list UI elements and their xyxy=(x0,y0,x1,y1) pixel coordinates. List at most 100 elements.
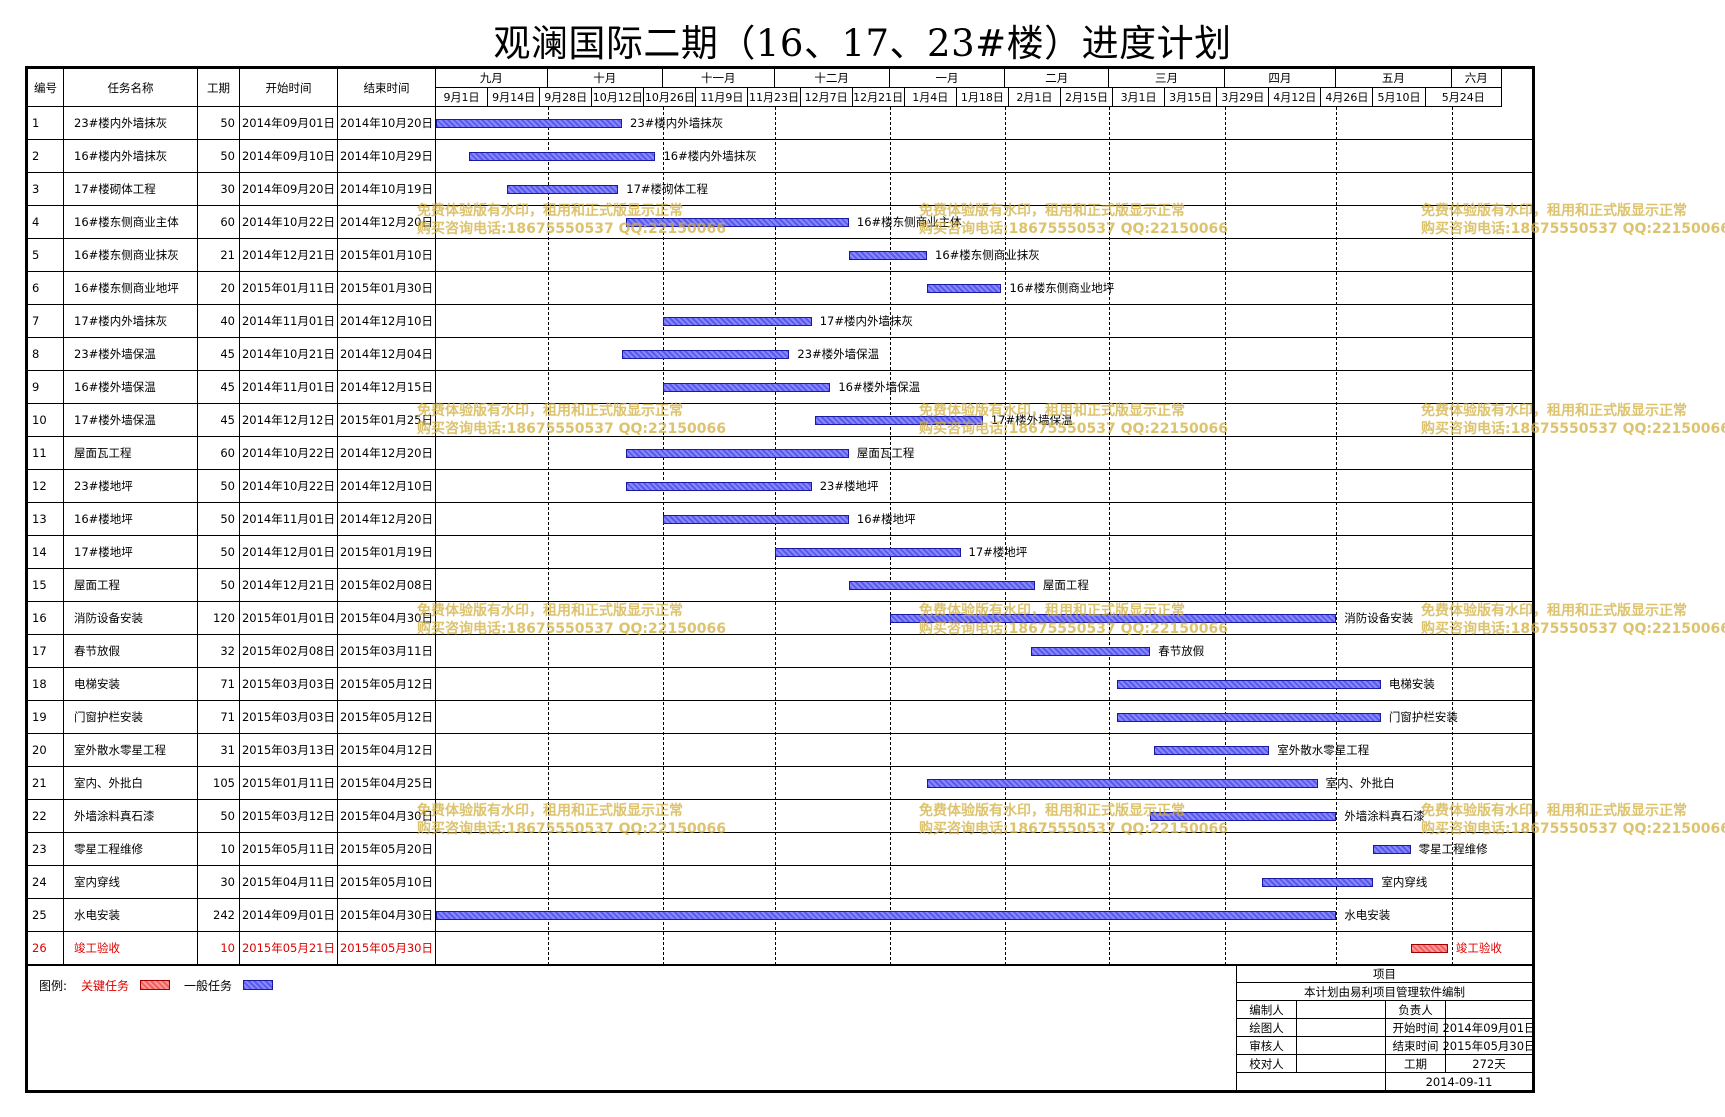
tb-reviewer-label: 审核人 xyxy=(1237,1037,1297,1055)
tb-start-value: 2014年09月01日 xyxy=(1442,1019,1536,1037)
task-name: 16#楼东侧商业地坪 xyxy=(64,272,198,305)
task-start: 2014年10月21日 xyxy=(240,338,338,371)
week-header: 3月15日 xyxy=(1165,88,1218,107)
gantt-bar-label: 零星工程维修 xyxy=(1418,842,1488,856)
tb-proofreader-value xyxy=(1297,1055,1386,1073)
gantt-bar xyxy=(1261,878,1374,887)
month-header: 九月 xyxy=(436,69,548,88)
task-name: 春节放假 xyxy=(64,635,198,668)
task-id: 20 xyxy=(28,734,64,767)
task-name: 外墙涂料真石漆 xyxy=(64,800,198,833)
week-header: 12月7日 xyxy=(800,88,853,107)
task-duration: 40 xyxy=(198,305,240,338)
legend-label: 图例: xyxy=(39,979,68,993)
task-start: 2014年10月22日 xyxy=(240,437,338,470)
task-name: 水电安装 xyxy=(64,899,198,932)
month-gridline xyxy=(662,107,664,965)
month-gridline xyxy=(1336,107,1338,965)
gantt-bar-label: 电梯安装 xyxy=(1388,677,1435,691)
gantt-bar-label: 23#楼外墙保温 xyxy=(797,347,880,361)
gantt-bar-label: 17#楼地坪 xyxy=(968,545,1028,559)
legend-normal-swatch xyxy=(243,980,273,990)
month-gridline xyxy=(1224,107,1226,965)
gantt-bar xyxy=(436,119,622,128)
task-end: 2015年01月25日 xyxy=(338,404,436,437)
task-gantt-cell xyxy=(436,701,1532,734)
task-start: 2014年10月22日 xyxy=(240,470,338,503)
task-gantt-cell xyxy=(436,833,1532,866)
month-header: 三月 xyxy=(1109,69,1225,88)
tb-blank xyxy=(1237,1073,1386,1090)
col-header-duration: 工期 xyxy=(198,69,240,107)
task-end: 2015年05月30日 xyxy=(338,932,436,965)
task-end: 2014年12月10日 xyxy=(338,305,436,338)
month-header: 四月 xyxy=(1224,69,1337,88)
task-name: 16#楼东侧商业抹灰 xyxy=(64,239,198,272)
month-header: 一月 xyxy=(889,69,1006,88)
task-name: 室内、外批白 xyxy=(64,767,198,800)
task-duration: 60 xyxy=(198,206,240,239)
task-gantt-cell xyxy=(436,437,1532,470)
tb-owner-value xyxy=(1446,1001,1533,1019)
week-header: 9月14日 xyxy=(488,88,541,107)
task-start: 2015年03月12日 xyxy=(240,800,338,833)
tb-proofreader-label: 校对人 xyxy=(1237,1055,1297,1073)
task-duration: 50 xyxy=(198,800,240,833)
gantt-bar xyxy=(848,581,1035,590)
gantt-bar xyxy=(1410,944,1448,953)
chart-title: 观澜国际二期（16、17、23#楼）进度计划 xyxy=(493,22,1232,65)
task-duration: 71 xyxy=(198,701,240,734)
week-header: 4月12日 xyxy=(1269,88,1322,107)
tb-header: 项目 xyxy=(1237,965,1533,983)
gantt-bar xyxy=(662,317,812,326)
task-duration: 21 xyxy=(198,239,240,272)
task-name: 室内穿线 xyxy=(64,866,198,899)
task-gantt-cell xyxy=(436,536,1532,569)
task-gantt-cell xyxy=(436,899,1532,932)
task-duration: 71 xyxy=(198,668,240,701)
task-gantt-cell xyxy=(436,569,1532,602)
month-header: 十二月 xyxy=(774,69,890,88)
task-name: 16#楼外墙保温 xyxy=(64,371,198,404)
month-gridline xyxy=(1005,107,1007,965)
task-name: 17#楼地坪 xyxy=(64,536,198,569)
task-start: 2014年12月12日 xyxy=(240,404,338,437)
month-header: 五月 xyxy=(1336,69,1452,88)
task-start: 2015年04月11日 xyxy=(240,866,338,899)
task-duration: 30 xyxy=(198,866,240,899)
tb-start-label: 开始时间 xyxy=(1386,1019,1446,1037)
gantt-bar-label: 23#楼内外墙抹灰 xyxy=(630,116,724,130)
task-duration: 50 xyxy=(198,470,240,503)
gantt-bar xyxy=(815,416,983,425)
task-start: 2014年09月01日 xyxy=(240,107,338,140)
task-end: 2015年04月25日 xyxy=(338,767,436,800)
task-gantt-cell xyxy=(436,932,1532,965)
task-end: 2015年04月12日 xyxy=(338,734,436,767)
gantt-bar xyxy=(1373,845,1411,854)
task-id: 8 xyxy=(28,338,64,371)
month-gridline xyxy=(1451,107,1453,965)
task-name: 23#楼地坪 xyxy=(64,470,198,503)
task-gantt-cell xyxy=(436,734,1532,767)
task-duration: 32 xyxy=(198,635,240,668)
week-header: 4月26日 xyxy=(1321,88,1374,107)
task-gantt-cell xyxy=(436,107,1532,140)
task-name: 门窗护栏安装 xyxy=(64,701,198,734)
gantt-bar xyxy=(436,911,1337,920)
week-header: 10月12日 xyxy=(592,88,645,107)
task-duration: 45 xyxy=(198,371,240,404)
gantt-bar xyxy=(927,284,1002,293)
footer-divider xyxy=(28,965,1532,966)
legend-normal-label: 一般任务 xyxy=(184,979,233,993)
gantt-bar xyxy=(1116,680,1381,689)
task-gantt-cell xyxy=(436,140,1532,173)
